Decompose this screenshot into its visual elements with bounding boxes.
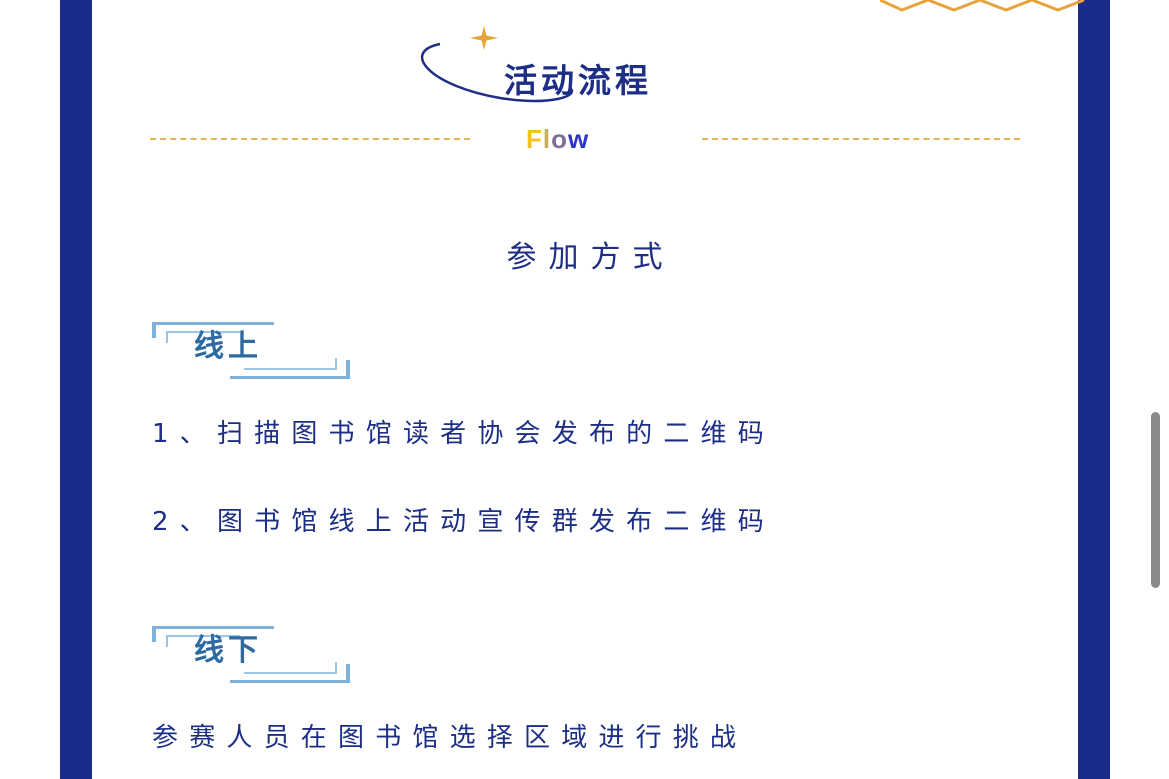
online-line-1: 1、扫描图书馆读者协会发布的二维码 (152, 419, 775, 449)
left-frame-border (60, 0, 92, 779)
bracket-line (346, 664, 350, 683)
zigzag-decoration-icon (880, 0, 1085, 12)
dashed-divider-left (150, 138, 470, 140)
subtitle-letter: l (542, 124, 552, 154)
bracket-line (335, 358, 337, 370)
bracket-line (346, 360, 350, 379)
bracket-line (152, 626, 156, 642)
offline-badge: 线下 (150, 626, 360, 683)
subtitle-letter: o (551, 124, 569, 154)
bracket-line (166, 635, 168, 647)
bracket-line (230, 680, 350, 683)
online-badge: 线上 (150, 322, 360, 379)
vertical-scrollbar[interactable] (1151, 412, 1160, 588)
offline-label: 线下 (194, 633, 262, 668)
orbit-arc-icon (420, 42, 574, 103)
subtitle-flow: Flow (526, 124, 589, 154)
bracket-line (166, 331, 240, 333)
bracket-line (152, 626, 274, 629)
bracket-line (166, 635, 240, 637)
content-card (92, 0, 1078, 779)
online-label: 线上 (194, 329, 262, 364)
right-frame-border (1078, 0, 1110, 779)
bracket-line (166, 331, 168, 343)
online-line-2: 2、图书馆线上活动宣传群发布二维码 (152, 507, 775, 537)
section-title: 参加方式 (506, 240, 675, 275)
subtitle-row: Flow (150, 124, 1020, 154)
offline-line-1: 参赛人员在图书馆选择区域进行挑战 (152, 723, 748, 753)
bracket-line (152, 322, 274, 325)
bracket-line (335, 662, 337, 674)
bracket-line (152, 322, 156, 338)
page-header: 活动流程 (410, 22, 770, 103)
bracket-line (244, 672, 336, 674)
subtitle-letter: F (526, 124, 543, 154)
dashed-divider-right (702, 138, 1020, 140)
page-title: 活动流程 (504, 61, 652, 100)
bracket-line (244, 368, 336, 370)
subtitle-letter: w (568, 124, 590, 154)
bracket-line (230, 376, 350, 379)
four-point-star-icon (470, 26, 498, 50)
